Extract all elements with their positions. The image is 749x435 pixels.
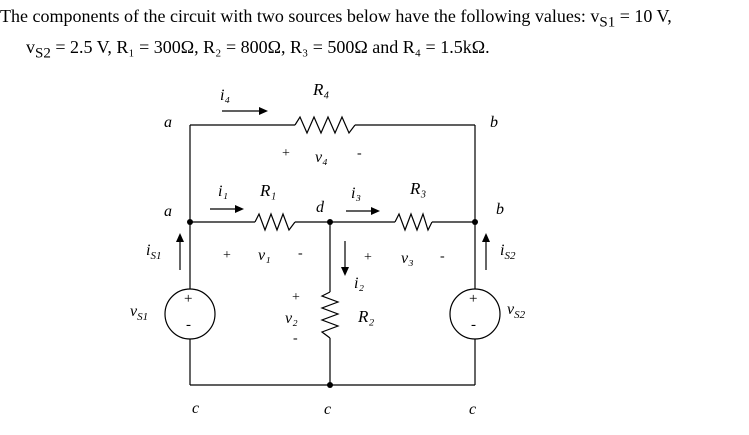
node-c-mid-label: c	[324, 401, 331, 418]
vs2-subscript: S2	[35, 45, 51, 62]
node-d-label: d	[316, 199, 325, 216]
current-is2-symbol: i	[500, 242, 504, 259]
i2-arrow-head	[341, 267, 349, 276]
is1-arrow-head	[176, 233, 184, 242]
voltage-v2-label: v₂	[285, 310, 298, 327]
voltage-v4-label: v₄	[315, 149, 328, 166]
resistor-r2-zigzag	[320, 291, 340, 339]
v3-minus-sign: -	[440, 249, 445, 264]
voltage-vs1-subscript: S1	[137, 311, 148, 323]
vs2-plus-sign: +	[469, 291, 477, 307]
v3-plus-sign: +	[364, 250, 372, 265]
current-is1-subscript: S1	[150, 250, 161, 262]
node-c-left-label: c	[192, 400, 199, 417]
voltage-v1-label: v₁	[258, 247, 271, 264]
problem-line-2-rest: = 2.5 V, R₁ = 300Ω, R₂ = 800Ω, R₃ = 500Ω…	[50, 36, 490, 57]
current-is1-symbol: i	[146, 242, 150, 259]
current-is2-subscript: S2	[504, 250, 516, 262]
problem-statement: The components of the circuit with two s…	[0, 4, 745, 65]
node-a-top-label: a	[164, 114, 172, 131]
current-i1-label: i₁	[218, 183, 228, 200]
v1-plus-sign: +	[223, 248, 231, 263]
voltage-source-vs1-circle	[164, 288, 216, 340]
voltage-source-vs2-circle	[449, 288, 501, 340]
resistor-r1-label: R₁	[259, 181, 276, 200]
resistor-r3-zigzag	[394, 212, 433, 232]
problem-line-2: vS2 = 2.5 V, R₁ = 300Ω, R₂ = 800Ω, R₃ = …	[0, 35, 745, 66]
wires	[189, 124, 476, 386]
i4-arrow-head	[259, 107, 268, 115]
resistor-r2-label: R₂	[357, 307, 374, 326]
v2-plus-sign: +	[292, 290, 300, 305]
node-b-mid-label: b	[496, 201, 504, 218]
current-i4-label: i₄	[220, 87, 230, 104]
junction-c	[327, 382, 333, 388]
voltage-vs2-label: vS2	[507, 301, 526, 321]
vs1-subscript: S1	[599, 14, 616, 31]
i3-arrow-head	[371, 207, 380, 215]
problem-line-1-text: The components of the circuit with two s…	[0, 6, 600, 26]
voltage-v3-label: v₃	[401, 250, 414, 267]
voltage-vs2-symbol: v	[507, 301, 515, 318]
current-i3-label: i₃	[351, 185, 361, 202]
junction-b	[472, 219, 478, 225]
problem-line-1: The components of the circuit with two s…	[0, 4, 745, 35]
v4-minus-sign: -	[357, 146, 362, 161]
resistor-r3-label: R₃	[409, 179, 426, 198]
v2-minus-sign: -	[293, 331, 298, 346]
resistor-r1-zigzag	[254, 212, 296, 232]
problem-line-1-end: = 10 V,	[615, 6, 672, 26]
v4-plus-sign: +	[282, 146, 290, 161]
problem-line-2-v: v	[26, 36, 35, 57]
resistor-r4-label: R₄	[312, 80, 329, 99]
vs2-minus-sign: -	[471, 317, 476, 333]
is2-arrow-head	[482, 233, 490, 242]
node-c-right-label: c	[469, 401, 476, 418]
current-is2-label: iS2	[500, 242, 516, 262]
vs1-minus-sign: -	[186, 317, 191, 333]
voltage-vs1-symbol: v	[130, 303, 138, 320]
vs1-plus-sign: +	[184, 291, 192, 307]
current-is1-label: iS1	[146, 242, 161, 262]
junction-d	[327, 219, 333, 225]
resistor-r4-zigzag	[294, 115, 356, 135]
node-b-top-label: b	[490, 114, 498, 131]
voltage-vs2-subscript: S2	[514, 309, 526, 321]
i1-arrow-head	[235, 205, 244, 213]
junction-a	[187, 219, 193, 225]
v1-minus-sign: -	[298, 246, 303, 261]
current-arrows	[176, 107, 490, 276]
node-a-mid-label: a	[164, 203, 172, 220]
voltage-vs1-label: vS1	[130, 303, 148, 323]
current-i2-label: i₂	[354, 275, 364, 292]
